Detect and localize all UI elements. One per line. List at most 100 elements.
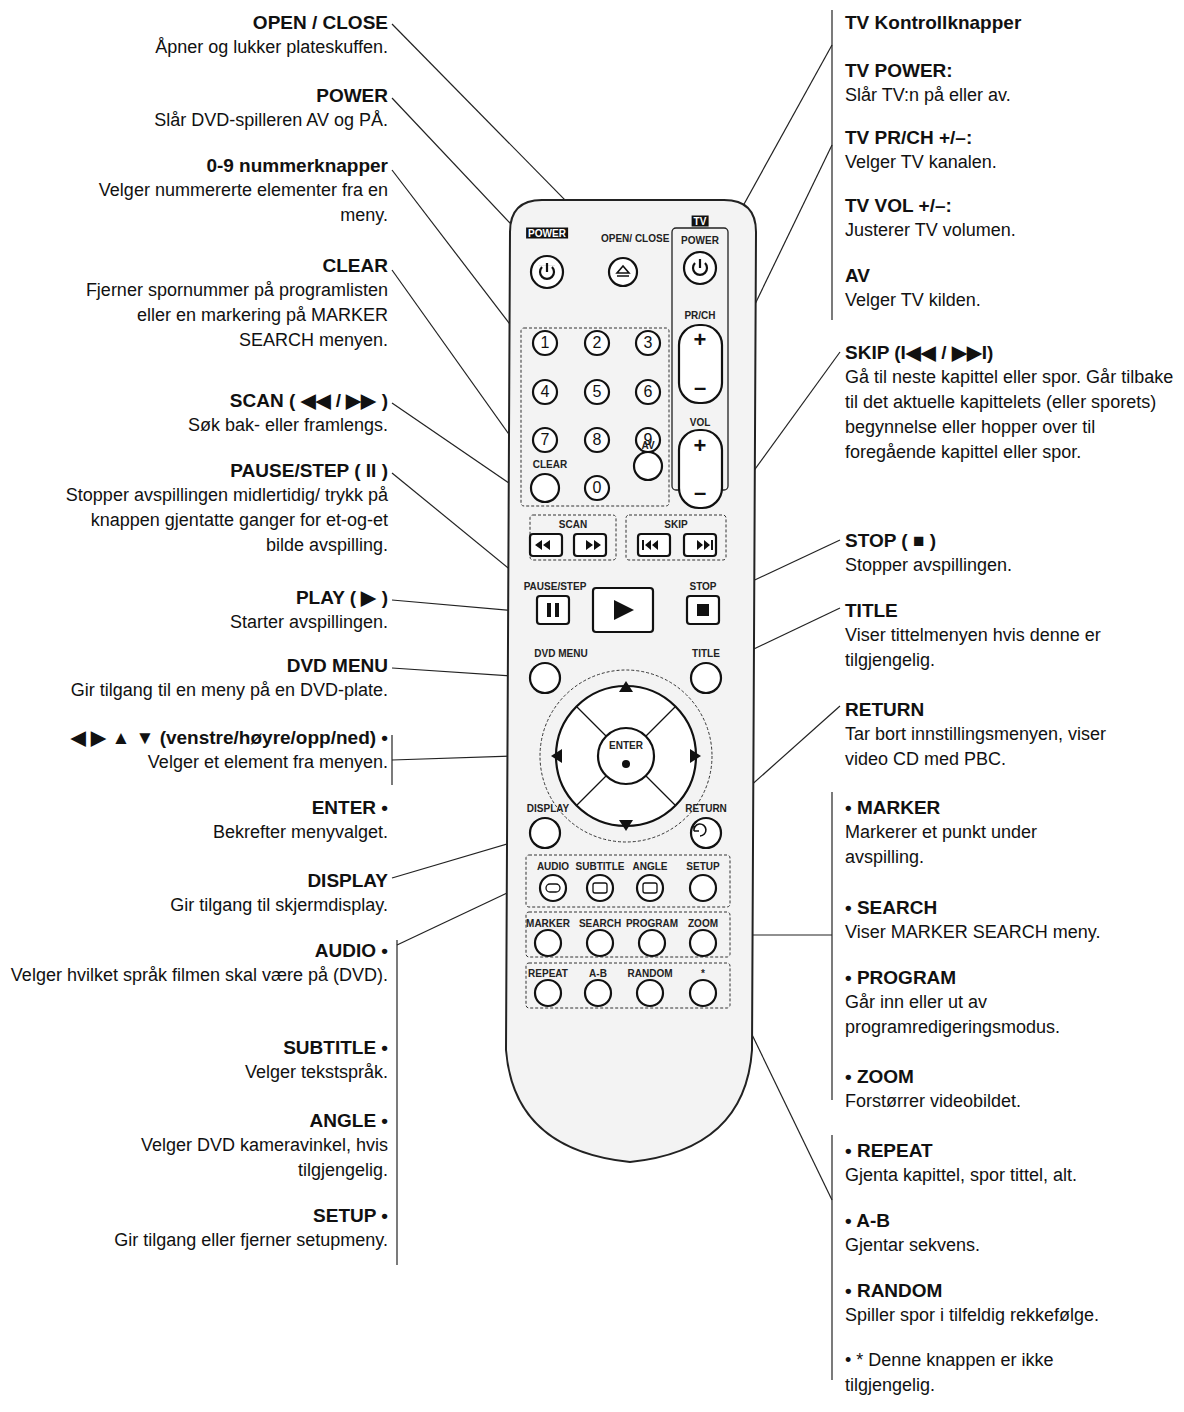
callout-heading: TV VOL +/–: [845, 193, 952, 218]
button-label: VOL [690, 417, 711, 428]
callout-heading: ◀ ▶ ▲ ▼ (venstre/høyre/opp/ned) • [71, 725, 388, 750]
button-label: 0 [593, 479, 602, 497]
buttons [530, 252, 722, 1006]
button-label: SETUP [686, 861, 719, 872]
callout-text: Fjerner spornummer på programlisten elle… [78, 278, 388, 353]
leader-lines [392, 10, 840, 1380]
callout-heading: PAUSE/STEP ( II ) [230, 458, 388, 483]
button-label: AV [641, 440, 654, 451]
callout-heading: SCAN ( ◀◀ / ▶▶ ) [230, 388, 388, 413]
callout-text: Velger nummererte elementer fra en meny. [83, 178, 388, 228]
callout-heading: AV [845, 263, 870, 288]
button-label: RETURN [685, 803, 727, 814]
callout-text: Velger TV kilden. [845, 288, 981, 313]
button-label: TV [692, 216, 709, 227]
callout-text: Justerer TV volumen. [845, 218, 1016, 243]
button-label: + [694, 435, 707, 457]
callout-heading: AUDIO • [315, 938, 388, 963]
callout-heading: • REPEAT [845, 1138, 933, 1163]
button-label: DVD MENU [534, 648, 587, 659]
button-label: MARKER [526, 918, 570, 929]
button-label: PROGRAM [626, 918, 678, 929]
callout-text: Gir tilgang til skjermdisplay. [170, 893, 388, 918]
callout-heading: ENTER • [312, 795, 388, 820]
callout-text: Slår TV:n på eller av. [845, 83, 1011, 108]
callout-heading: • SEARCH [845, 895, 937, 920]
callout-heading: DISPLAY [307, 868, 388, 893]
callout-heading: TV PR/CH +/–: [845, 125, 972, 150]
callout-text: Gå til neste kapittel eller spor. Går ti… [845, 365, 1180, 465]
callout-text: Velger DVD kameravinkel, hvis tilgjengel… [138, 1133, 388, 1183]
button-label: 1 [541, 334, 550, 352]
button-label: PR/CH [684, 310, 715, 321]
callout-heading: SKIP (I◀◀ / ▶▶I) [845, 340, 993, 365]
callout-text: Åpner og lukker plateskuffen. [155, 35, 388, 60]
button-label: POWER [526, 228, 568, 239]
callout-text: Spiller spor i tilfeldig rekkefølge. [845, 1303, 1099, 1328]
callout-heading: SETUP • [313, 1203, 388, 1228]
button-label: SEARCH [579, 918, 621, 929]
callout-text: Velger tekstspråk. [245, 1060, 388, 1085]
callout-heading: • MARKER [845, 795, 940, 820]
callout-text: • * Denne knappen er ikke tilgjengelig. [845, 1348, 1145, 1398]
callout-text: Markerer et punkt under avspilling. [845, 820, 1095, 870]
callout-text: Velger TV kanalen. [845, 150, 997, 175]
callout-heading: • A-B [845, 1208, 890, 1233]
callout-heading: POWER [316, 83, 388, 108]
button-label: ZOOM [688, 918, 718, 929]
callout-text: Stopper avspillingen midlertidig/ trykk … [58, 483, 388, 558]
callout-heading: • ZOOM [845, 1064, 914, 1089]
button-label: RANDOM [628, 968, 673, 979]
dpad-diagonals [577, 707, 675, 805]
button-label: 5 [593, 383, 602, 401]
callout-text: Gir tilgang eller fjerner setupmeny. [114, 1228, 388, 1253]
button-label: 2 [593, 334, 602, 352]
button-label: POWER [681, 235, 719, 246]
callout-heading: • PROGRAM [845, 965, 956, 990]
callout-heading: DVD MENU [287, 653, 388, 678]
callout-text: Gjenta kapittel, spor tittel, alt. [845, 1163, 1077, 1188]
callout-heading: PLAY ( ▶ ) [296, 585, 388, 610]
callout-heading: 0-9 nummerknapper [206, 153, 388, 178]
callout-text: Går inn eller ut av programredigeringsmo… [845, 990, 1100, 1040]
button-label: CLEAR [533, 459, 567, 470]
button-label: SKIP [664, 519, 687, 530]
callout-text: Velger hvilket språk filmen skal være på… [0, 963, 388, 988]
callout-heading: CLEAR [323, 253, 388, 278]
callout-text: Velger et element fra menyen. [148, 750, 388, 775]
button-label: A-B [589, 968, 607, 979]
callout-text: Gir tilgang til en meny på en DVD-plate. [71, 678, 388, 703]
callout-text: Viser tittelmenyen hvis denne er tilgjen… [845, 623, 1183, 673]
callout-heading: RETURN [845, 697, 924, 722]
button-label: 3 [644, 334, 653, 352]
callout-text: Tar bort innstillingsmenyen, viser video… [845, 722, 1130, 772]
button-label: + [694, 329, 707, 351]
dashed-groups [521, 328, 730, 1008]
button-label: 7 [541, 431, 550, 449]
callout-text: Søk bak- eller framlengs. [188, 413, 388, 438]
button-label: PAUSE/STEP [524, 581, 587, 592]
button-label: DISPLAY [527, 803, 569, 814]
button-label: AUDIO [537, 861, 569, 872]
callout-heading: ANGLE • [310, 1108, 388, 1133]
callout-heading: TV Kontrollknapper [845, 10, 1021, 35]
button-label: SUBTITLE [576, 861, 625, 872]
button-label: TITLE [692, 648, 720, 659]
callout-heading: TITLE [845, 598, 898, 623]
callout-heading: OPEN / CLOSE [253, 10, 388, 35]
button-label: 6 [644, 383, 653, 401]
button-label: STOP [689, 581, 716, 592]
callout-text: Gjentar sekvens. [845, 1233, 980, 1258]
callout-text: Bekrefter menyvalget. [213, 820, 388, 845]
button-label: SCAN [559, 519, 587, 530]
button-label: 4 [541, 383, 550, 401]
callout-text: Stopper avspillingen. [845, 553, 1012, 578]
small-icons [546, 883, 657, 893]
button-label: – [694, 482, 706, 504]
callout-text: Forstørrer videobildet. [845, 1089, 1021, 1114]
remote-body [506, 200, 756, 1162]
button-label: ENTER [609, 740, 643, 751]
callout-text: Starter avspillingen. [230, 610, 388, 635]
button-label: – [694, 377, 706, 399]
